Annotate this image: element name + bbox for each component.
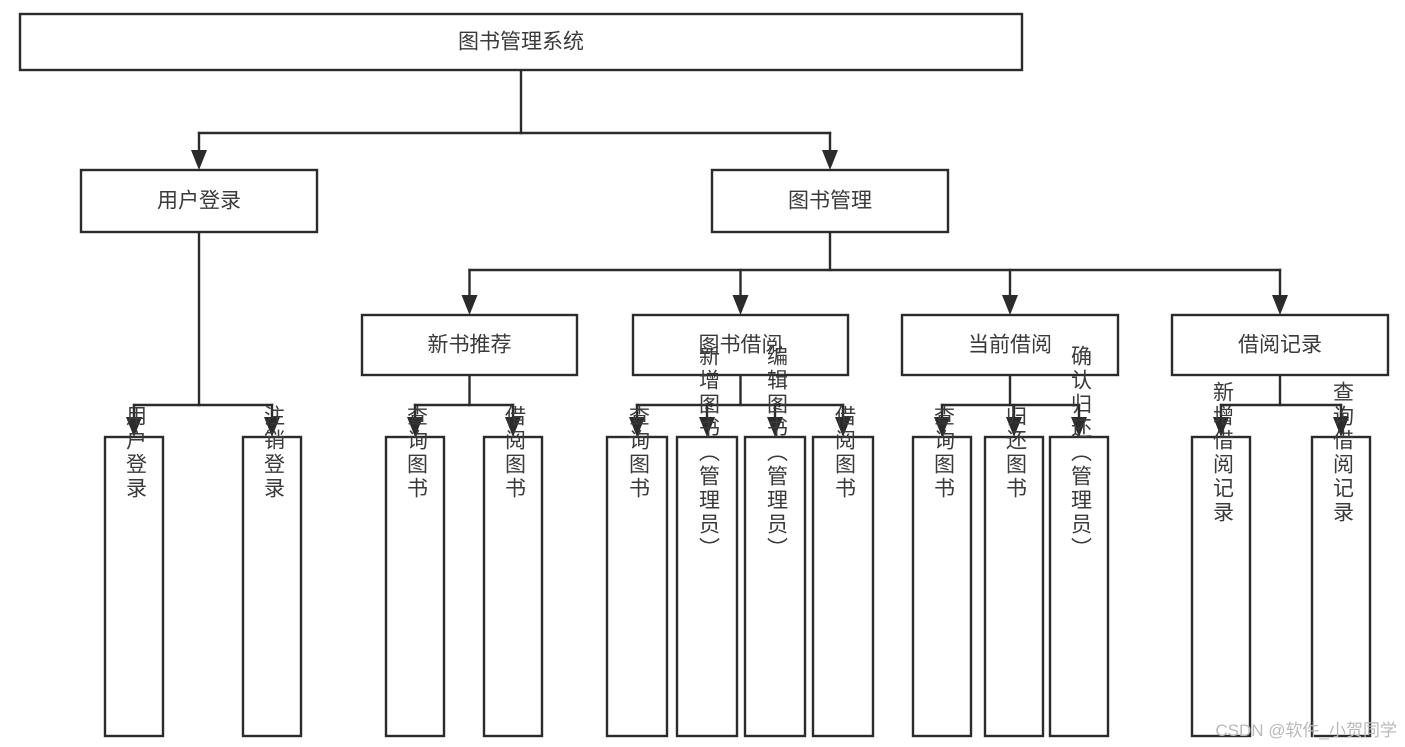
arrow-head-icon [1213, 417, 1229, 437]
node-label-new-book-recommend: 新书推荐 [428, 334, 512, 357]
node-layer: 图书管理系统用户登录用户登录注销登录图书管理新书推荐查询图书借阅图书图书借阅查询… [18, 12, 1390, 738]
node-box-book-management [710, 168, 950, 234]
node-recommend-query-book[interactable]: 查询图书 [384, 405, 446, 738]
arrow-head-icon [699, 417, 715, 437]
node-borrow-add-book[interactable]: 新增图书（管理员） [675, 345, 739, 738]
node-box-current-confirm-return [1048, 435, 1110, 738]
arrow-head-icon [505, 417, 521, 437]
node-record-query[interactable]: 查询借阅记录 [1310, 381, 1372, 738]
arrow-head-icon [822, 150, 838, 170]
node-borrow-borrow-book[interactable]: 借阅图书 [811, 405, 875, 738]
arrow-head-icon [835, 417, 851, 437]
node-box-current-borrow [900, 313, 1120, 377]
node-box-user-logout [241, 435, 303, 738]
arrow-head-icon [934, 417, 950, 437]
node-label-borrow-borrow-book: 借阅图书 [832, 405, 856, 501]
node-current-query-book[interactable]: 查询图书 [911, 405, 973, 738]
node-label-recommend-borrow-book: 借阅图书 [502, 405, 526, 501]
node-label-current-borrow: 当前借阅 [968, 334, 1052, 357]
node-box-recommend-query-book [384, 435, 446, 738]
node-box-borrow-borrow-book [811, 435, 875, 738]
node-recommend-borrow-book[interactable]: 借阅图书 [482, 405, 544, 738]
node-box-borrow-query-book [605, 435, 669, 738]
node-box-borrow-record [1170, 313, 1390, 377]
node-label-user-login-do: 用户登录 [123, 405, 147, 501]
node-label-current-confirm-return: 确认归还（管理员） [1068, 345, 1092, 561]
arrow-head-icon [407, 417, 423, 437]
node-current-borrow[interactable]: 当前借阅 [900, 313, 1120, 377]
node-box-recommend-borrow-book [482, 435, 544, 738]
node-root[interactable]: 图书管理系统 [18, 12, 1024, 72]
node-label-current-return-book: 归还图书 [1003, 405, 1027, 501]
arrow-head-icon [1333, 417, 1349, 437]
arrow-head-icon [629, 417, 645, 437]
node-box-borrow-edit-book [743, 435, 807, 738]
node-label-book-borrow: 图书借阅 [699, 334, 783, 357]
node-box-current-return-book [983, 435, 1045, 738]
node-current-confirm-return[interactable]: 确认归还（管理员） [1048, 345, 1110, 738]
arrow-head-icon [732, 295, 749, 315]
arrow-head-icon [1002, 295, 1018, 315]
node-label-borrow-record: 借阅记录 [1238, 334, 1322, 357]
node-box-record-query [1310, 435, 1372, 738]
node-box-record-add [1190, 435, 1252, 738]
node-borrow-record[interactable]: 借阅记录 [1170, 313, 1390, 377]
node-borrow-query-book[interactable]: 查询图书 [605, 405, 669, 738]
arrow-head-icon [1071, 417, 1087, 437]
arrow-head-icon [191, 150, 207, 170]
node-box-root [18, 12, 1024, 72]
connector-layer [126, 68, 1349, 437]
node-label-record-query: 查询借阅记录 [1330, 381, 1354, 525]
node-box-current-query-book [911, 435, 973, 738]
arrow-head-icon [1272, 295, 1288, 315]
node-box-user-login [79, 168, 319, 234]
node-user-logout[interactable]: 注销登录 [241, 405, 303, 738]
node-label-recommend-query-book: 查询图书 [404, 405, 428, 501]
node-user-login[interactable]: 用户登录 [79, 168, 319, 234]
arrow-head-icon [461, 295, 478, 315]
node-label-borrow-edit-book: 编辑图书（管理员） [764, 345, 788, 561]
node-box-new-book-recommend [360, 313, 579, 377]
node-user-login-do[interactable]: 用户登录 [103, 405, 165, 738]
arrow-head-icon [767, 417, 783, 437]
arrow-head-icon [1006, 417, 1022, 437]
node-label-record-add: 新增借阅记录 [1210, 381, 1234, 525]
node-label-borrow-query-book: 查询图书 [626, 405, 650, 501]
node-book-borrow[interactable]: 图书借阅 [631, 313, 850, 377]
node-label-user-login: 用户登录 [157, 190, 241, 213]
arrow-head-icon [264, 417, 280, 437]
watermark-label: CSDN @软件_小贺同学 [1215, 721, 1397, 740]
node-label-book-management: 图书管理 [788, 190, 872, 213]
node-label-borrow-add-book: 新增图书（管理员） [696, 345, 720, 561]
node-record-add[interactable]: 新增借阅记录 [1190, 381, 1252, 738]
node-new-book-recommend[interactable]: 新书推荐 [360, 313, 579, 377]
node-book-management[interactable]: 图书管理 [710, 168, 950, 234]
node-box-book-borrow [631, 313, 850, 377]
node-box-user-login-do [103, 435, 165, 738]
node-label-current-query-book: 查询图书 [931, 405, 955, 501]
node-label-user-logout: 注销登录 [261, 405, 285, 501]
node-label-root: 图书管理系统 [458, 31, 584, 54]
node-box-borrow-add-book [675, 435, 739, 738]
node-borrow-edit-book[interactable]: 编辑图书（管理员） [743, 345, 807, 738]
node-current-return-book[interactable]: 归还图书 [983, 405, 1045, 738]
arrow-head-icon [126, 417, 142, 437]
